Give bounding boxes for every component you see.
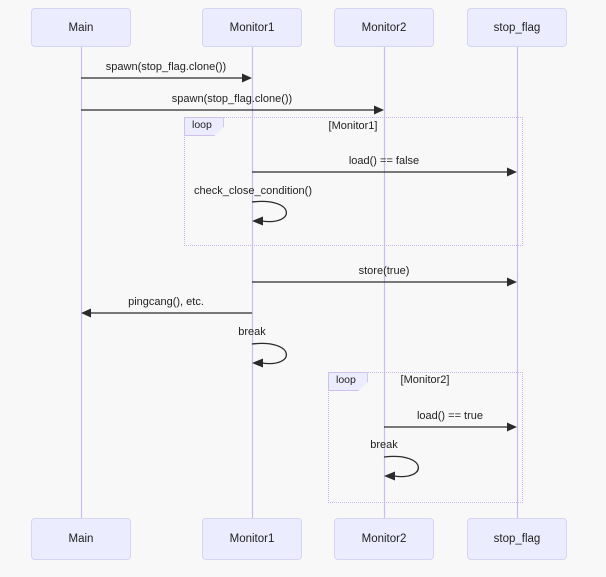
loop-frame-monitor2-condition: [Monitor2] xyxy=(400,374,450,386)
participant-stop-flag-bottom: stop_flag xyxy=(467,518,567,560)
message-label-load-true: load() == true xyxy=(416,410,484,422)
participant-main-top: Main xyxy=(31,8,131,47)
arrowhead-break-monitor2 xyxy=(384,471,395,481)
participant-monitor1-bottom: Monitor1 xyxy=(202,518,302,560)
arrowhead-spawn-monitor1 xyxy=(242,73,252,83)
arrowhead-break-monitor1 xyxy=(252,358,263,368)
message-label-spawn-monitor2: spawn(stop_flag.clone()) xyxy=(171,93,293,105)
selfloop-break-monitor1 xyxy=(251,342,287,365)
loop-frame-monitor1-label: loop xyxy=(184,117,224,136)
message-label-check-close: check_close_condition() xyxy=(193,185,313,197)
participant-monitor2-top: Monitor2 xyxy=(334,8,434,47)
participant-stop-flag-top: stop_flag xyxy=(467,8,567,47)
arrowhead-load-false xyxy=(507,167,517,177)
message-label-break-monitor2: break xyxy=(370,439,398,451)
selfloop-check-close xyxy=(251,200,287,223)
loop-frame-monitor2 xyxy=(328,372,523,503)
message-label-break-monitor1: break xyxy=(238,326,266,338)
message-label-spawn-monitor1: spawn(stop_flag.clone()) xyxy=(105,61,227,73)
message-label-pingcang: pingcang(), etc. xyxy=(128,296,204,308)
participant-monitor2-bottom: Monitor2 xyxy=(334,518,434,560)
message-label-store-true: store(true) xyxy=(358,265,410,277)
arrowhead-spawn-monitor2 xyxy=(374,105,384,115)
participant-monitor1-top: Monitor1 xyxy=(202,8,302,47)
arrowhead-check-close xyxy=(252,216,263,226)
message-label-load-false: load() == false xyxy=(348,155,420,167)
loop-frame-monitor1 xyxy=(184,117,523,246)
arrowhead-pingcang xyxy=(81,308,91,318)
participant-main-bottom: Main xyxy=(31,518,131,560)
loop-frame-monitor2-label: loop xyxy=(328,372,368,391)
selfloop-break-monitor2 xyxy=(383,455,419,478)
arrowhead-store-true xyxy=(507,277,517,287)
loop-frame-monitor1-condition: [Monitor1] xyxy=(328,120,378,132)
arrowhead-load-true xyxy=(507,422,517,432)
